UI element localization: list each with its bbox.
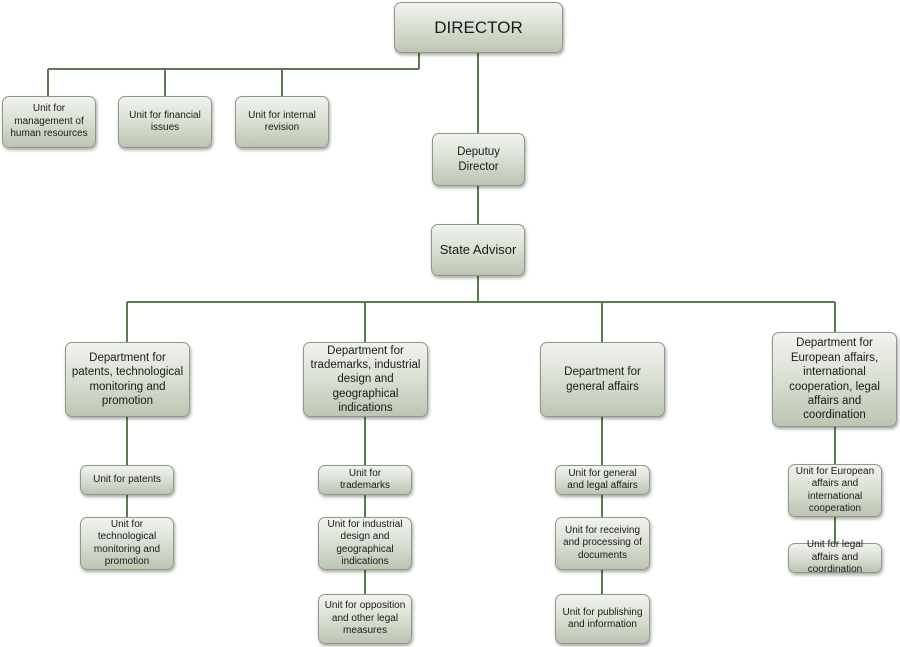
unit-general-legal-affairs-label: Unit for general and legal affairs bbox=[567, 467, 638, 492]
deputy-director-label: Deputuy Director bbox=[457, 146, 500, 173]
unit-receiving-documents-label: Unit for receiving and processing of doc… bbox=[563, 524, 642, 561]
unit-publishing-information-box: Unit for publishing and information bbox=[555, 594, 650, 644]
unit-industrial-design-label: Unit for industrial design and geographi… bbox=[327, 518, 403, 568]
state-advisor-box: State Advisor bbox=[431, 224, 525, 276]
unit-legal-affairs-coordination-label: Unit for legal affairs and coordination bbox=[806, 539, 864, 576]
director-label: DIRECTOR bbox=[434, 17, 523, 37]
unit-patents-box: Unit for patents bbox=[80, 465, 174, 495]
department-general-affairs-box: Department for general affairs bbox=[540, 342, 665, 417]
unit-receiving-documents-box: Unit for receiving and processing of doc… bbox=[555, 517, 650, 570]
unit-industrial-design-box: Unit for industrial design and geographi… bbox=[318, 517, 412, 570]
unit-internal-revision-box: Unit for internal revision bbox=[235, 96, 329, 148]
unit-general-legal-affairs-box: Unit for general and legal affairs bbox=[555, 465, 650, 495]
unit-technological-monitoring-box: Unit for technological monitoring and pr… bbox=[80, 517, 174, 570]
unit-financial-issues-label: Unit for financial issues bbox=[129, 109, 201, 134]
unit-trademarks-label: Unit for trademarks bbox=[339, 467, 390, 492]
unit-technological-monitoring-label: Unit for technological monitoring and pr… bbox=[93, 518, 161, 568]
unit-publishing-information-label: Unit for publishing and information bbox=[562, 606, 643, 631]
unit-opposition-box: Unit for opposition and other legal meas… bbox=[318, 594, 412, 644]
department-trademarks-label: Department for trademarks, industrial de… bbox=[310, 344, 421, 415]
unit-legal-affairs-coordination-box: Unit for legal affairs and coordination bbox=[788, 539, 882, 575]
unit-human-resources-label: Unit for management of human resources bbox=[10, 103, 88, 140]
unit-financial-issues-box: Unit for financial issues bbox=[118, 96, 212, 148]
unit-internal-revision-label: Unit for internal revision bbox=[248, 109, 316, 134]
deputy-director-box: Deputuy Director bbox=[432, 133, 525, 186]
department-patents-box: Department for patents, technological mo… bbox=[65, 342, 190, 417]
unit-european-affairs-label: Unit for European affairs and internatio… bbox=[795, 465, 875, 515]
unit-opposition-label: Unit for opposition and other legal meas… bbox=[324, 600, 406, 637]
department-patents-label: Department for patents, technological mo… bbox=[71, 351, 184, 407]
state-advisor-label: State Advisor bbox=[439, 241, 517, 257]
department-general-affairs-label: Department for general affairs bbox=[564, 366, 641, 393]
unit-trademarks-box: Unit for trademarks bbox=[318, 465, 412, 495]
department-european-affairs-label: Department for European affairs, interna… bbox=[789, 337, 880, 422]
unit-european-affairs-box: Unit for European affairs and internatio… bbox=[788, 464, 882, 517]
unit-human-resources-box: Unit for management of human resources bbox=[2, 96, 96, 148]
director-box: DIRECTOR bbox=[394, 2, 563, 53]
department-european-affairs-box: Department for European affairs, interna… bbox=[772, 332, 897, 427]
unit-patents-label: Unit for patents bbox=[93, 473, 161, 485]
department-trademarks-box: Department for trademarks, industrial de… bbox=[303, 342, 428, 417]
